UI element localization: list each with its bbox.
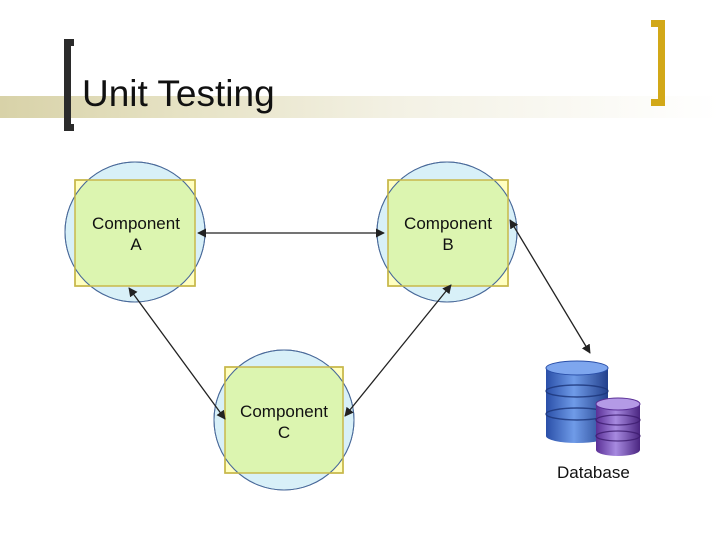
title-band [0,96,720,118]
database-icon [545,360,641,456]
component-b-label: Component B [378,213,518,255]
component-c-label: Component C [214,401,354,443]
arrow-b-c [344,284,452,417]
component-b-node [376,161,518,303]
component-c-name: Component [240,402,328,421]
database-label: Database [557,463,630,482]
component-a-letter: A [130,235,142,254]
component-a-label: Component A [66,213,206,255]
component-c-letter: C [277,423,291,442]
title-bracket-right [651,20,665,106]
page-title: Unit Testing [82,73,275,114]
arrow-b-database [509,219,591,354]
arrow-a-c [128,287,226,420]
component-b-letter: B [442,235,454,254]
component-b-name: Component [404,214,492,233]
component-c-node [213,349,355,491]
title-bracket-left [64,39,74,131]
component-a-name: Component [92,214,180,233]
